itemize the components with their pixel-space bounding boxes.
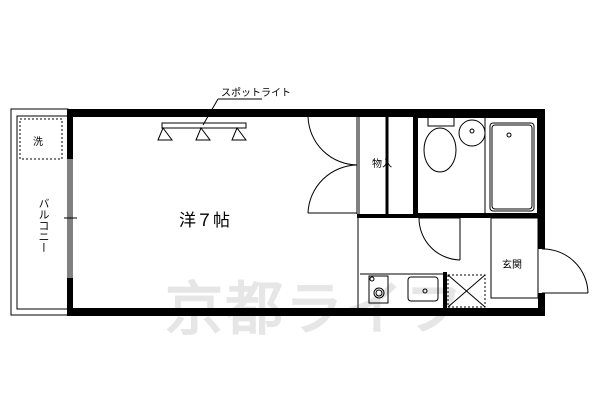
spotlight-fixture bbox=[157, 98, 262, 141]
kitchen bbox=[368, 274, 486, 308]
walls bbox=[67, 109, 545, 316]
bathroom-fixtures bbox=[416, 116, 539, 215]
balcony-window bbox=[64, 159, 77, 278]
label-western-room: 洋７帖 bbox=[179, 211, 230, 231]
label-entrance: 玄関 bbox=[502, 260, 522, 271]
doors bbox=[307, 116, 589, 308]
washer-space bbox=[19, 118, 63, 160]
label-spotlight: スポットライト bbox=[221, 88, 291, 99]
label-balcony: バルコニー bbox=[37, 198, 50, 253]
entrance-area bbox=[490, 217, 539, 299]
label-washer: 洗 bbox=[33, 137, 43, 148]
label-storage: 物入 bbox=[372, 159, 392, 170]
